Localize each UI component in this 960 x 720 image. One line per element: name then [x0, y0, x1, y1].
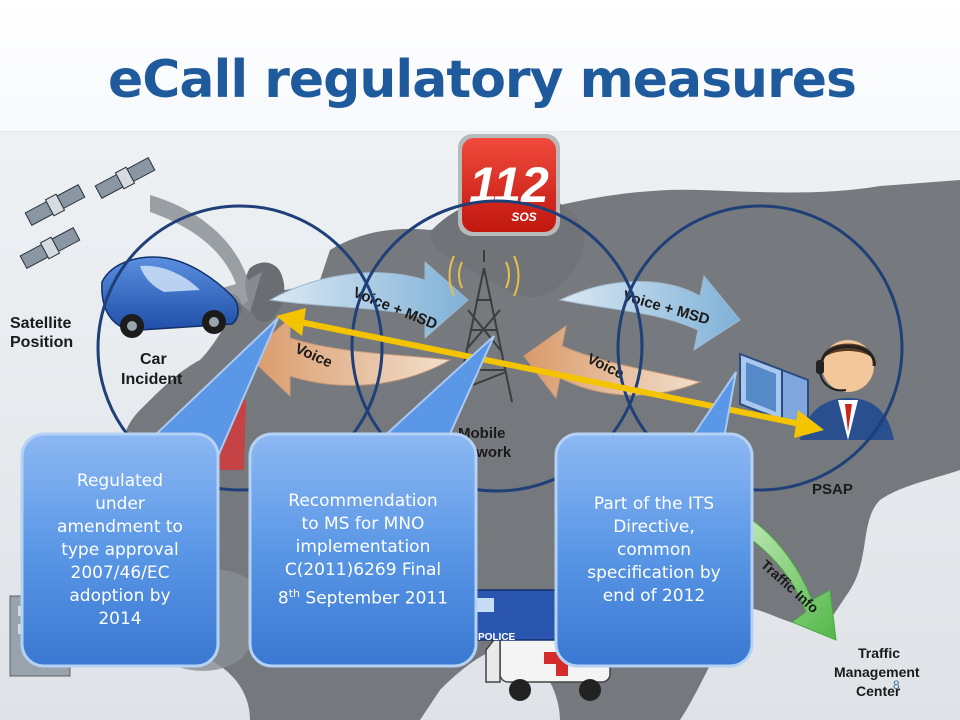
- callout-3-line: Part of the ITS: [593, 493, 715, 514]
- satellite-arrow: [150, 195, 262, 312]
- callout-1-box: [20, 432, 220, 668]
- callout-1-line: type approval: [61, 539, 179, 560]
- traffic-label-1: Traffic: [858, 645, 900, 661]
- callout-3-line: specification by: [587, 562, 721, 583]
- callout-2-line: to MS for MNO: [301, 513, 425, 534]
- callout-2-date-day: 8: [277, 588, 289, 609]
- traffic-label-3: Center: [856, 683, 901, 699]
- red-arrow: [218, 392, 246, 470]
- sos-112-badge: 112 SOS: [458, 134, 560, 236]
- traffic-info-arrow: [751, 519, 837, 641]
- callout-1-line: under: [95, 493, 145, 514]
- callout-3-text: Part of the ITS Directive, common specif…: [562, 446, 746, 654]
- voice-left-arrow: [247, 316, 452, 398]
- callout-2-box: [248, 432, 478, 668]
- car-circle: [96, 204, 384, 492]
- psap-label: PSAP: [812, 481, 853, 498]
- page-number: 8: [893, 678, 900, 692]
- car-label-1: Car: [140, 351, 167, 368]
- callout-2-date-line: 8th September 2011: [278, 582, 448, 611]
- callout-1-line: amendment to: [57, 516, 183, 537]
- car-label-2: Incident: [121, 371, 183, 388]
- car-icon: [101, 256, 239, 338]
- police-text: POLICE: [478, 632, 516, 643]
- sos-number: 112: [469, 157, 549, 213]
- callout-3-line: Directive,: [613, 516, 695, 537]
- slide-title: eCall regulatory measures: [108, 50, 857, 110]
- callout-2-date-sup: th: [288, 586, 301, 600]
- callout-3-line: end of 2012: [602, 585, 706, 606]
- callout-1-text: Regulated under amendment to type approv…: [30, 446, 210, 654]
- voice-msd-right-arrow: [558, 274, 741, 352]
- callout-2-text: Recommendation to MS for MNO implementat…: [254, 446, 472, 654]
- psap-circle: [616, 204, 904, 492]
- callout-1-line: 2007/46/EC: [70, 562, 170, 583]
- callout-3-line: common: [616, 539, 692, 560]
- sos-text: SOS: [511, 210, 536, 224]
- callout-2-line: implementation: [295, 536, 431, 557]
- traffic-label-2: Management: [834, 664, 920, 680]
- callout-2-line: Recommendation: [288, 490, 438, 511]
- cell-tower-icon: [448, 250, 520, 403]
- callout-1-line: Regulated: [76, 470, 164, 491]
- satellite-label-2: Position: [10, 334, 73, 351]
- operator-icon: [800, 340, 894, 440]
- title-band: eCall regulatory measures: [0, 0, 960, 132]
- callout-2-line: C(2011)6269 Final: [284, 559, 442, 580]
- voice-msd-left-arrow: [268, 260, 469, 340]
- satellite-label-1: Satellite: [10, 315, 71, 332]
- callout-1-line: adoption by: [69, 585, 171, 606]
- network-circle: [350, 199, 644, 493]
- mobile-label-1: Mobile: [458, 425, 506, 442]
- callout-2-date-rest: September 2011: [300, 588, 449, 609]
- callout-3-box: [554, 432, 754, 668]
- callout-1-line: 2014: [98, 608, 142, 629]
- satellite-icon: [19, 157, 156, 269]
